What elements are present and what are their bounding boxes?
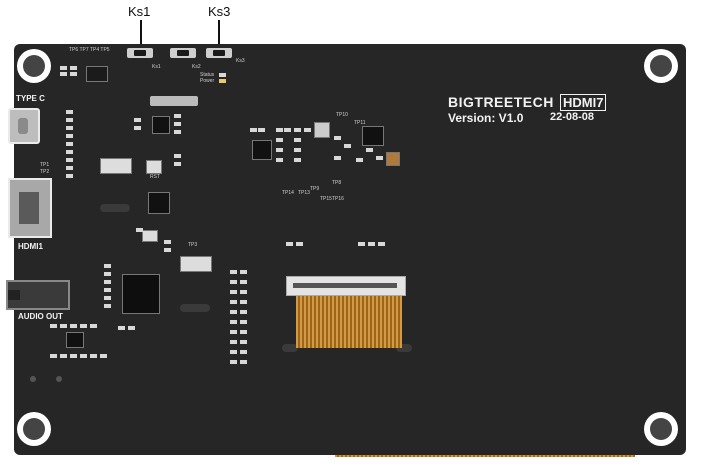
chip-u4 <box>362 126 384 146</box>
ks3-callout: Ks3 <box>208 4 231 19</box>
tp9-silk: TP9 <box>310 186 320 192</box>
ks2-silk: Ks2 <box>192 64 201 70</box>
pin-header <box>150 96 198 106</box>
tp16-silk: TP16 <box>332 196 344 202</box>
ks3-button[interactable] <box>206 48 232 58</box>
tp8-silk: TP8 <box>332 180 342 186</box>
audio-jack[interactable] <box>6 280 70 310</box>
ks3-callout-line <box>218 20 220 44</box>
ks1-callout: Ks1 <box>128 4 151 19</box>
tp3-silk: TP3 <box>188 242 198 248</box>
tp10-silk: TP10 <box>336 112 348 118</box>
slot-2 <box>180 304 210 312</box>
mounting-hole-bottom-left <box>17 412 51 446</box>
chip-u2 <box>148 192 170 214</box>
ks2-button[interactable] <box>170 48 196 58</box>
tp-top-label: TP6 TP7 TP4 TP5 <box>69 47 110 53</box>
tp1-silk: TP1 <box>40 162 50 168</box>
ks3-silk: Ks3 <box>236 58 245 64</box>
status-silk: Status <box>200 72 215 78</box>
typec-label: TYPE C <box>16 94 45 103</box>
lcd-fpc-connector <box>286 276 406 296</box>
brand-name: BIGTREETECH <box>448 94 554 110</box>
brand-model: HDMI7 <box>560 94 607 111</box>
typec-port[interactable] <box>8 108 40 144</box>
ks1-button[interactable] <box>127 48 153 58</box>
chip-u1 <box>152 116 170 134</box>
ffc-connector-2 <box>180 256 212 272</box>
slot-4 <box>396 344 412 352</box>
screw-dot-2 <box>56 376 62 382</box>
status-led <box>219 73 226 77</box>
tp14-silk: TP14 <box>282 190 294 196</box>
slot-3 <box>282 344 298 352</box>
mounting-hole-top-right <box>644 49 678 83</box>
slot-1 <box>100 204 130 212</box>
rst-button[interactable] <box>146 160 162 174</box>
inductor <box>386 152 400 166</box>
hdmi-label: HDMI1 <box>18 242 43 251</box>
power-silk: Power <box>200 78 215 84</box>
chip-u3 <box>252 140 272 160</box>
lcd-fpc-cable <box>296 296 402 348</box>
mounting-hole-bottom-right <box>644 412 678 446</box>
tp13-silk: TP13 <box>298 190 310 196</box>
power-led <box>219 79 226 83</box>
mounting-hole-top-left <box>17 49 51 83</box>
potentiometer <box>314 122 330 138</box>
main-soc-chip <box>122 274 160 314</box>
rst-silk: RST <box>150 174 160 180</box>
tp11-silk: TP11 <box>354 120 366 126</box>
voltage-regulator <box>86 66 108 82</box>
hdmi-port[interactable] <box>8 178 52 238</box>
ks1-callout-line <box>140 20 142 44</box>
tp2-silk: TP2 <box>40 169 50 175</box>
audio-label: AUDIO OUT <box>18 312 63 321</box>
ks1-silk: Ks1 <box>152 64 161 70</box>
ffc-connector-1 <box>100 158 132 174</box>
crystal <box>142 230 158 242</box>
brand-version: Version: V1.0 <box>448 111 524 125</box>
screw-dot-1 <box>30 376 36 382</box>
pcb-board: TP6 TP7 TP4 TP5 Ks1 Ks2 Ks3 Status Power… <box>6 44 686 455</box>
tp15-silk: TP15 <box>320 196 332 202</box>
brand-date: 22-08-08 <box>550 111 595 123</box>
audio-amp-chip <box>66 332 84 348</box>
